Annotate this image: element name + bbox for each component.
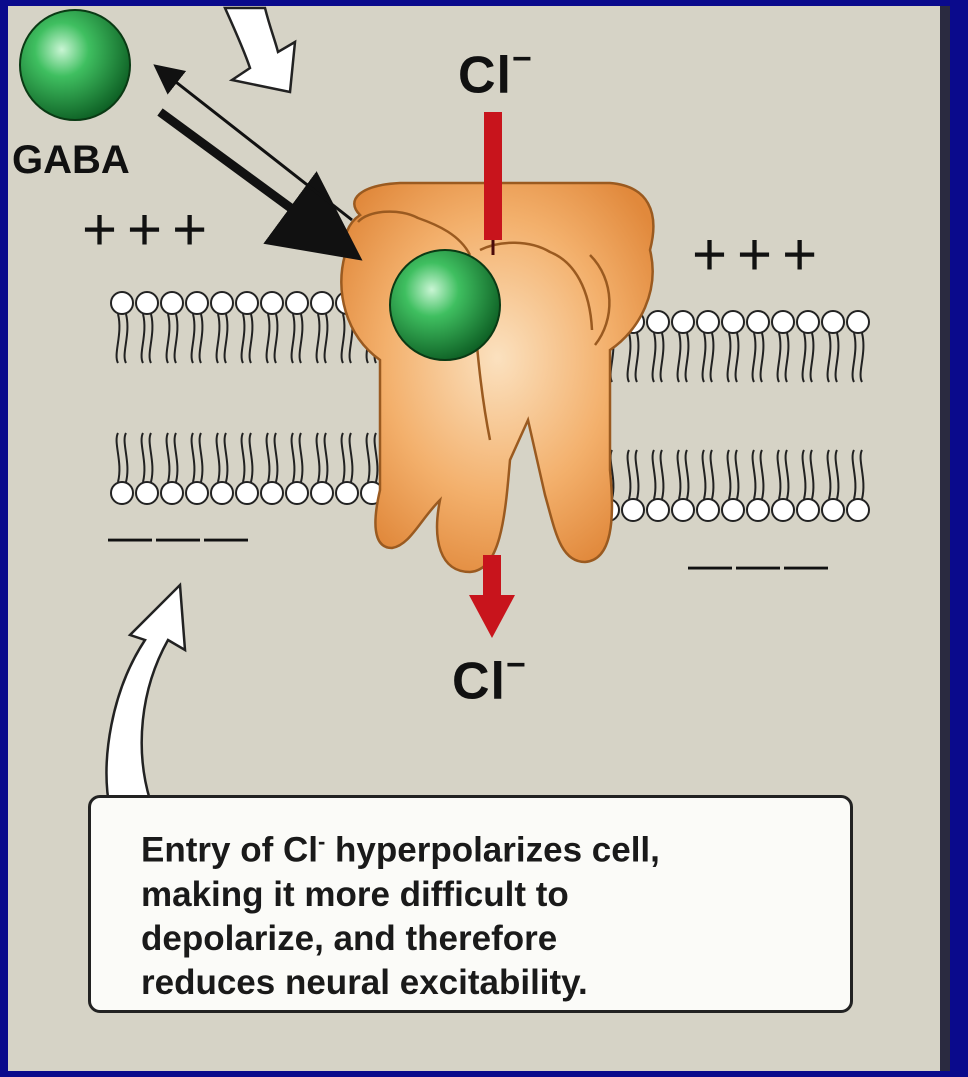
callout-line-1-b: hyperpolarizes cell,	[325, 831, 660, 870]
panel-edge	[940, 6, 950, 1071]
callout-line-1-a: Entry of Cl	[141, 831, 318, 870]
callout-line-4: reduces neural excitability.	[141, 961, 660, 1005]
explanation-callout: Entry of Cl- hyperpolarizes cell, making…	[88, 795, 853, 1013]
ion-charge: −	[512, 40, 533, 78]
chloride-inside-label: Cl−	[452, 650, 527, 711]
ion-charge: −	[506, 646, 527, 684]
gaba-molecule-bound-icon	[390, 250, 500, 360]
callout-line-2: making it more difficult to	[141, 873, 660, 917]
callout-line-1: Entry of Cl- hyperpolarizes cell,	[141, 820, 660, 873]
gaba-receptor-channel-icon	[341, 183, 653, 572]
gaba-label: GABA	[12, 138, 130, 183]
ion-symbol: Cl	[458, 46, 512, 104]
inner-charge-left: ———	[108, 512, 252, 562]
ion-symbol: Cl	[452, 652, 506, 710]
gaba-molecule-free-icon	[20, 10, 130, 120]
callout-text: Entry of Cl- hyperpolarizes cell, making…	[141, 820, 660, 1005]
inner-charge-right: ———	[688, 540, 832, 590]
chloride-outside-label: Cl−	[458, 44, 533, 105]
outer-charge-left: +++	[82, 195, 217, 264]
callout-line-3: depolarize, and therefore	[141, 917, 660, 961]
outer-charge-right: +++	[692, 220, 827, 289]
